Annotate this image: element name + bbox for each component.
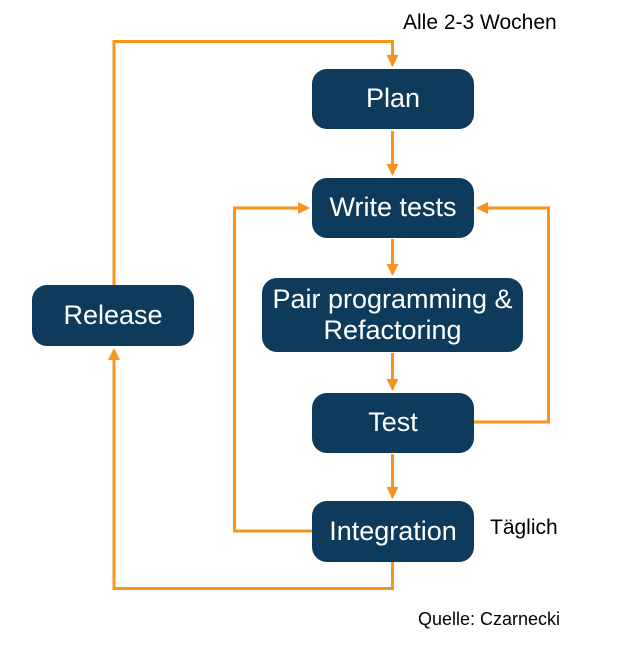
source-credit-label: Quelle: Czarnecki xyxy=(418,609,561,629)
node-pair-programming-label: Pair programming & Refactoring xyxy=(272,283,513,345)
edge-test-to-write-tests-loop xyxy=(474,202,550,424)
node-test: Test xyxy=(312,393,474,453)
node-pair-programming: Pair programming & Refactoring xyxy=(262,278,523,352)
node-release: Release xyxy=(32,285,194,346)
node-integration: Integration xyxy=(312,501,474,562)
node-write-tests: Write tests xyxy=(312,178,474,238)
node-plan-label: Plan xyxy=(365,83,421,114)
edge-release-to-plan xyxy=(112,40,399,285)
node-write-tests-label: Write tests xyxy=(329,192,457,223)
node-plan: Plan xyxy=(312,69,474,129)
node-integration-label: Integration xyxy=(329,515,457,546)
edge-integration-to-release xyxy=(108,348,394,590)
daily-label: Täglich xyxy=(490,516,558,539)
cycle-duration-label: Alle 2-3 Wochen xyxy=(403,11,557,34)
node-release-label: Release xyxy=(63,299,163,330)
node-test-label: Test xyxy=(368,407,418,438)
edge-integration-to-write-tests-loop xyxy=(233,202,312,533)
